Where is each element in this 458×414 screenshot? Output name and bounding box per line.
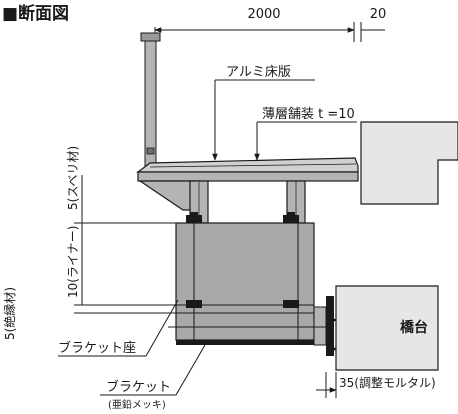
thin-pavement-label: 薄層舗装 t =10 [262, 107, 355, 122]
left-dimensions [74, 175, 178, 314]
abutment-label: 橋台 [400, 319, 428, 336]
insulation-dimension: 5(絶縁材) [2, 287, 17, 340]
abutment-upper [360, 121, 458, 205]
abutment-lower [335, 285, 439, 371]
mortar-label: 35(調整モルタル) [339, 375, 436, 390]
top-dimensions [154, 22, 385, 42]
bracket-leader [100, 344, 206, 396]
bracket-note: (亜鉛メッキ) [108, 398, 166, 411]
dimension-2000: 2000 [247, 7, 280, 22]
bracket-seat-leader [58, 299, 179, 357]
bolts [186, 212, 299, 308]
liner-dimension: 10(ライナー) [66, 226, 80, 298]
bracket-seat-label: ブラケット座 [58, 340, 136, 356]
bracket-haunch [138, 180, 196, 211]
diagram-title: ■断面図 [2, 3, 69, 24]
thin-pavement-leader [254, 121, 357, 161]
bracket-seat-block [175, 222, 315, 341]
mortar-dimension [316, 372, 337, 398]
slide-material-dimension: 5(スベリ材) [66, 146, 80, 210]
lower-bracket-arm [176, 296, 334, 356]
aluminum-floor-label: アルミ床版 [226, 65, 291, 80]
aluminum-floor-leader [212, 79, 315, 161]
handrail-post [140, 32, 161, 167]
dimension-20: 20 [370, 7, 387, 22]
aluminum-floor-deck [136, 157, 359, 182]
bracket-label: ブラケット [106, 379, 171, 395]
